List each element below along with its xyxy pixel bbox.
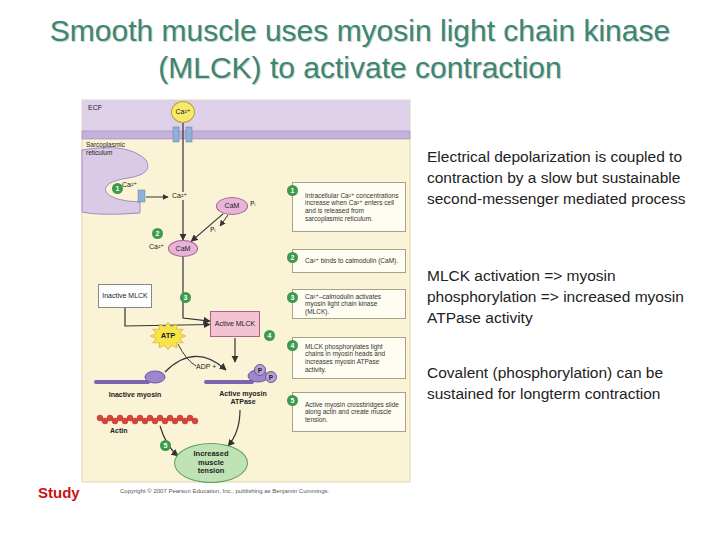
tension-arrow [160, 426, 178, 456]
callout-number: 5 [160, 440, 171, 451]
atp-arrow [178, 344, 196, 366]
pathway-arrow [183, 257, 210, 321]
sarcoplasmic-reticulum [82, 148, 148, 215]
part-label: Active myosin ATPase [212, 390, 274, 406]
node-text: Inactive MLCK [102, 292, 148, 300]
actin-filament [97, 415, 198, 424]
pathway-arrow [191, 214, 223, 242]
result-oval: Increased muscle tension [174, 443, 248, 483]
callout-number: 1 [287, 185, 298, 196]
node-text: Ca²⁺ binds to calmodulin (CaM). [305, 257, 398, 265]
node-text: P [258, 367, 262, 374]
node-text: Ca²⁺–calmodulin activates myosin light c… [305, 293, 402, 316]
calmodulin: CaM [216, 197, 248, 215]
calcium-channel [173, 127, 179, 142]
callout-number: 1 [112, 183, 123, 194]
active-enzyme-box: Active MLCK [210, 311, 260, 337]
sr-channel [138, 190, 145, 202]
node-text: ATP [161, 332, 175, 340]
phosphate-label: Pᵢ [210, 226, 215, 234]
part-label: Inactive myosin [100, 391, 170, 399]
callout-number: 3 [180, 292, 191, 303]
atp-burst: ATP [150, 322, 186, 350]
callout-number: 5 [287, 395, 298, 406]
phosphate-arrow [220, 215, 228, 226]
note-text: MLCK activation => myosin phosphorylatio… [427, 265, 695, 328]
figure-panel [82, 100, 410, 482]
myosin-head [145, 371, 165, 383]
callout-number: 2 [287, 252, 298, 263]
part-label: Actin [110, 427, 128, 434]
node-text: P [269, 374, 273, 381]
ecf-band [82, 100, 410, 132]
node-text: Intracellular Ca²⁺ concentrations increa… [305, 192, 402, 222]
node-text: Active myosin crossbridges slide along a… [305, 401, 402, 424]
step-box: Active myosin crossbridges slide along a… [292, 392, 406, 432]
release-arrow [146, 197, 168, 198]
tension-arrow [228, 410, 240, 446]
part-label: Sarcoplasmic reticulum [86, 141, 146, 156]
pathway-arrow [182, 123, 183, 240]
note-text: Covalent (phosphorylation) can be sustai… [427, 362, 695, 404]
phosphorylation-arrow [234, 338, 235, 362]
phosphate-label: Pᵢ [250, 200, 255, 208]
calcium-channel [186, 127, 192, 142]
myosin-tail [96, 380, 148, 384]
activation-arrow [165, 356, 226, 372]
study-tag: Study [38, 484, 80, 501]
node-text: CaM [176, 245, 191, 253]
phosphate-circle: P [254, 364, 266, 376]
ion-label: Ca²⁺ [122, 181, 137, 189]
node-text: Active MLCK [215, 320, 255, 328]
ion-label: Ca²⁺ [172, 192, 187, 200]
callout-number: 2 [152, 228, 163, 239]
calcium-calmodulin: CaM [168, 240, 198, 257]
callout-number: 3 [287, 292, 298, 303]
product-label: ADP + [196, 363, 216, 370]
cell-membrane [82, 131, 410, 139]
step-box: MLCK phosphorylates light chains in myos… [292, 337, 406, 379]
starburst-shape [150, 322, 185, 349]
step-box: Ca²⁺–calmodulin activates myosin light c… [292, 289, 406, 319]
node-text: CaM [225, 202, 240, 210]
calcium-ion: Ca²⁺ [171, 101, 195, 123]
ion-label: Ca²⁺ [149, 243, 164, 251]
node-text: MLCK phosphorylates light chains in myos… [305, 343, 402, 373]
note-text: Electrical depolarization is coupled to … [427, 146, 695, 209]
region-label: ECF [88, 104, 102, 111]
slide-title: Smooth muscle uses myosin light chain ki… [45, 12, 675, 86]
node-text: Ca²⁺ [176, 108, 191, 116]
copyright-text: Copyright © 2007 Pearson Education, Inc.… [120, 488, 329, 494]
callout-number: 4 [264, 330, 275, 341]
inactive-enzyme-box: Inactive MLCK [98, 284, 152, 308]
step-box: Intracellular Ca²⁺ concentrations increa… [292, 182, 406, 232]
callout-number: 4 [287, 340, 298, 351]
phosphate-circle: P [265, 371, 277, 383]
myosin-tail [206, 380, 252, 384]
step-box: Ca²⁺ binds to calmodulin (CaM). [292, 249, 406, 273]
node-text: Increased muscle tension [185, 450, 237, 476]
